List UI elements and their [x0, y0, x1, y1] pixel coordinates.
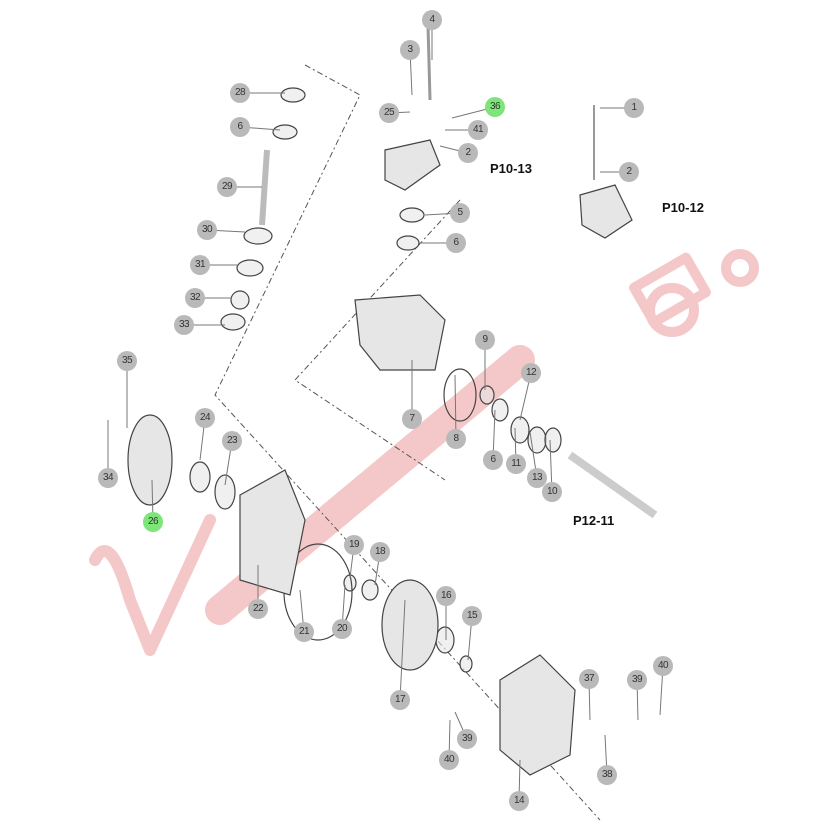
callout-6[interactable]: 6 [230, 117, 250, 137]
callout-6[interactable]: 6 [446, 233, 466, 253]
callout-2[interactable]: 2 [619, 162, 639, 182]
callout-26[interactable]: 26 [143, 512, 163, 532]
callout-10[interactable]: 10 [542, 482, 562, 502]
callout-5[interactable]: 5 [450, 203, 470, 223]
callout-14[interactable]: 14 [509, 791, 529, 811]
seal-ring-part [236, 259, 264, 277]
bracket-part [579, 184, 633, 239]
callout-11[interactable]: 11 [506, 454, 526, 474]
ref-p10-12[interactable]: P10-12 [662, 200, 704, 215]
seal-ring-part [189, 461, 211, 493]
callout-38[interactable]: 38 [597, 765, 617, 785]
callout-7[interactable]: 7 [402, 409, 422, 429]
seal-ring-part [399, 207, 425, 223]
callout-22[interactable]: 22 [248, 599, 268, 619]
callout-1[interactable]: 1 [624, 98, 644, 118]
callout-24[interactable]: 24 [195, 408, 215, 428]
callout-21[interactable]: 21 [294, 622, 314, 642]
leader-line [399, 599, 406, 701]
bracket-part [384, 139, 441, 191]
volute-housing-part [499, 654, 576, 776]
callout-8[interactable]: 8 [446, 429, 466, 449]
callout-12[interactable]: 12 [521, 363, 541, 383]
callout-6[interactable]: 6 [483, 450, 503, 470]
pump-housing-part [354, 294, 446, 371]
callout-15[interactable]: 15 [462, 606, 482, 626]
leader-line [454, 374, 457, 440]
callout-3[interactable]: 3 [400, 40, 420, 60]
seal-ring-part [243, 227, 273, 245]
ref-p12-11[interactable]: P12-11 [573, 513, 615, 528]
callout-33[interactable]: 33 [174, 315, 194, 335]
seal-ring-part [272, 124, 298, 140]
seal-ring-part [214, 474, 236, 510]
shaft-part [567, 451, 658, 519]
seal-ring-part [527, 426, 547, 454]
callout-19[interactable]: 19 [344, 535, 364, 555]
ref-p10-13[interactable]: P10-13 [490, 161, 532, 176]
pump-cover-part [239, 469, 306, 596]
callout-13[interactable]: 13 [527, 468, 547, 488]
callout-34[interactable]: 34 [98, 468, 118, 488]
shaft-part [259, 149, 270, 226]
callout-25[interactable]: 25 [379, 103, 399, 123]
callout-39[interactable]: 39 [627, 670, 647, 690]
callout-28[interactable]: 28 [230, 83, 250, 103]
seal-ring-part [220, 313, 246, 331]
seal-ring-part [435, 626, 455, 654]
seal-ring-part [459, 655, 473, 673]
callout-16[interactable]: 16 [436, 586, 456, 606]
flange-hub-part [127, 414, 173, 506]
callout-37[interactable]: 37 [579, 669, 599, 689]
callout-2[interactable]: 2 [458, 143, 478, 163]
callout-9[interactable]: 9 [475, 330, 495, 350]
bolt-part [426, 24, 432, 101]
callout-40[interactable]: 40 [439, 750, 459, 770]
callout-41[interactable]: 41 [468, 120, 488, 140]
watermark-v-shape [89, 514, 216, 656]
callout-40[interactable]: 40 [653, 656, 673, 676]
seal-ring-part [396, 235, 420, 251]
callout-23[interactable]: 23 [222, 431, 242, 451]
impeller-part [381, 579, 439, 671]
seal-ring-part [491, 398, 509, 422]
seal-ring-part [544, 427, 562, 453]
seal-ring-part [479, 385, 495, 405]
tractor-logo-icon [629, 249, 759, 337]
o-ring-part [443, 368, 477, 422]
seal-ring-part [230, 290, 250, 310]
callout-32[interactable]: 32 [185, 288, 205, 308]
callout-17[interactable]: 17 [390, 690, 410, 710]
seal-ring-part [510, 416, 530, 444]
callout-30[interactable]: 30 [197, 220, 217, 240]
callout-35[interactable]: 35 [117, 351, 137, 371]
callout-31[interactable]: 31 [190, 255, 210, 275]
seal-ring-part [280, 87, 306, 103]
callout-36[interactable]: 36 [485, 97, 505, 117]
callout-4[interactable]: 4 [422, 10, 442, 30]
callout-18[interactable]: 18 [370, 542, 390, 562]
callout-20[interactable]: 20 [332, 619, 352, 639]
seal-ring-part [361, 579, 379, 601]
callout-29[interactable]: 29 [217, 177, 237, 197]
callout-39[interactable]: 39 [457, 729, 477, 749]
